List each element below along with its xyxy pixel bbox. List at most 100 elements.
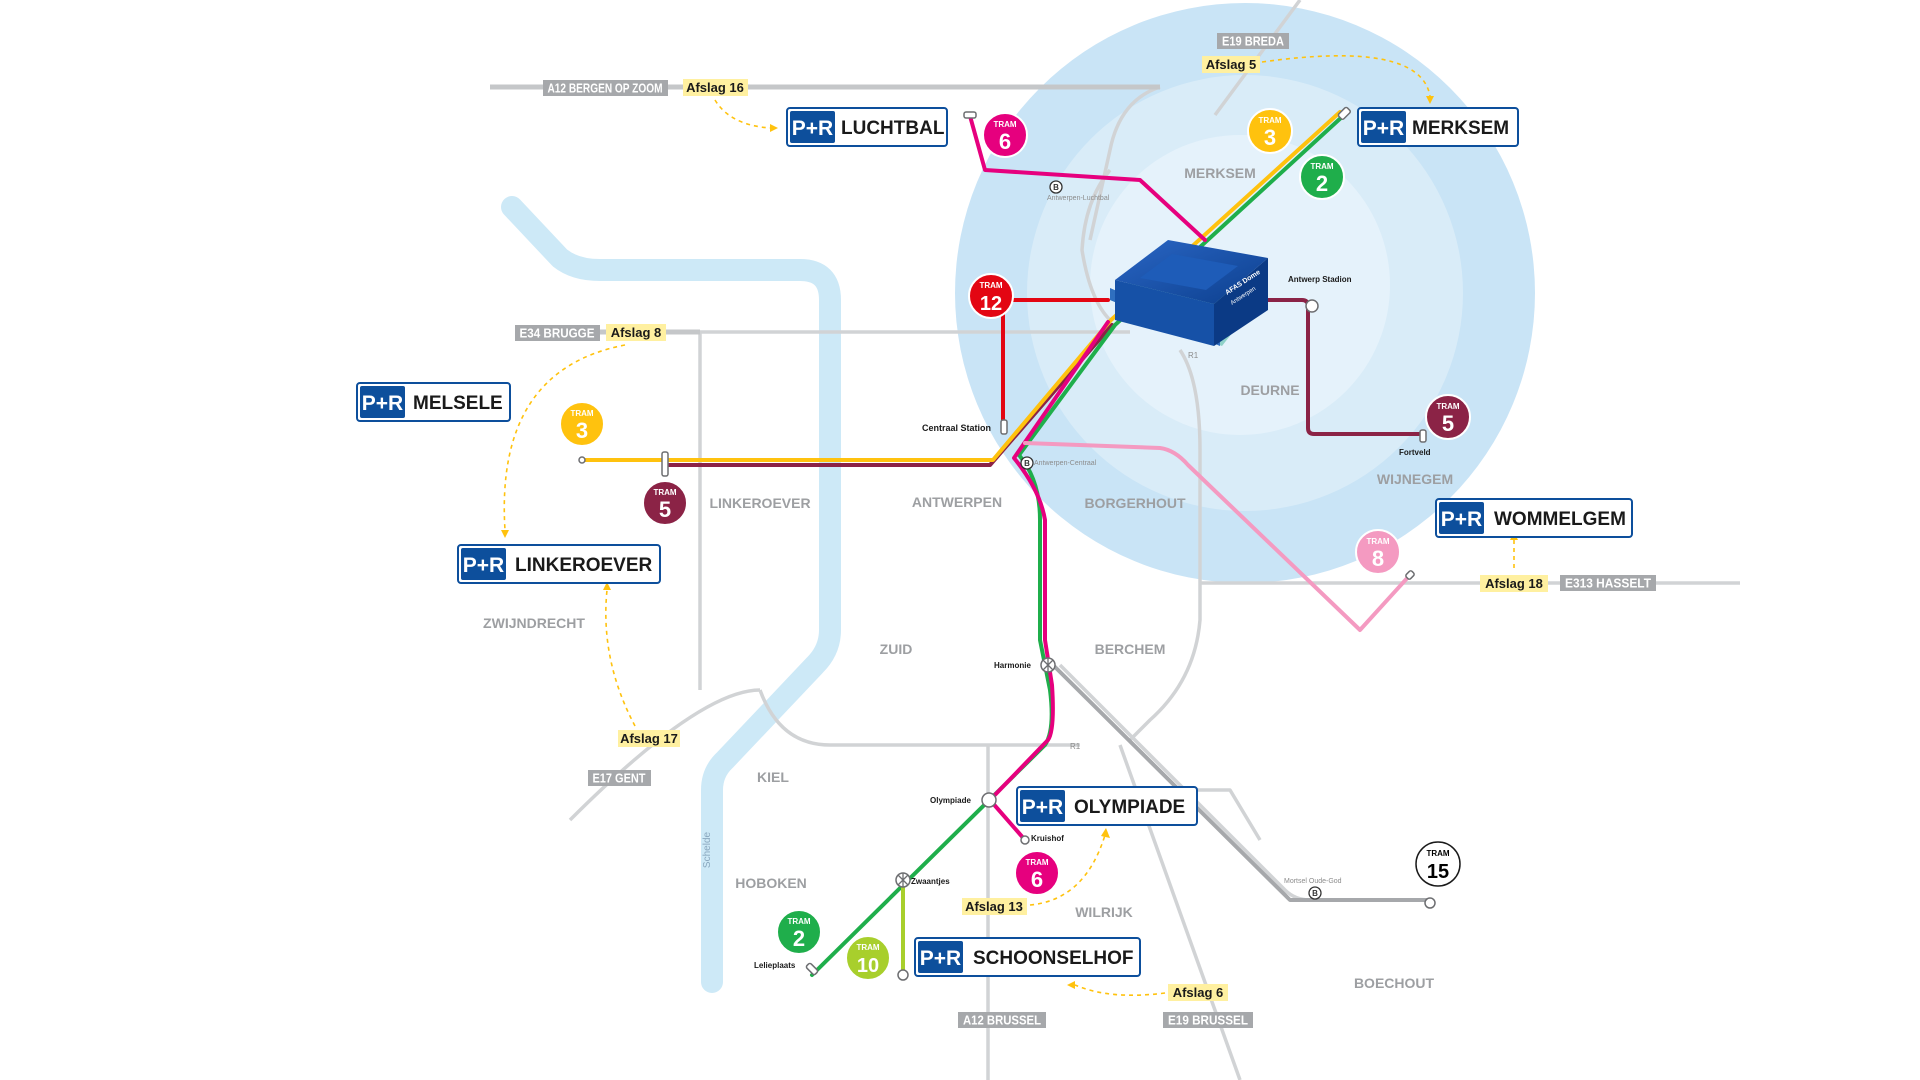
pr-sign-merksem[interactable]: P+R MERKSEM xyxy=(1357,107,1519,147)
tram-stops xyxy=(578,106,1436,981)
ring-label-north: R1 xyxy=(1188,351,1199,360)
exit-label-afslag13: Afslag 13 xyxy=(965,899,1023,914)
tram-badge-word: TRAM xyxy=(1366,537,1389,546)
pr-label: SCHOONSELHOF xyxy=(973,948,1133,969)
tram-badge-number: 15 xyxy=(1427,861,1449,883)
pr-symbol: P+R xyxy=(920,947,961,970)
stop-label-centraal-station: Centraal Station xyxy=(922,423,991,433)
exit-label-afslag16: Afslag 16 xyxy=(686,80,744,95)
road-label-e19-breda: E19 BREDA xyxy=(1222,34,1285,49)
pr-label: MERKSEM xyxy=(1412,118,1509,139)
tram-line-8 xyxy=(1023,441,1412,632)
tram-line-15 xyxy=(1051,663,1432,902)
exit-label-afslag17: Afslag 17 xyxy=(620,731,678,746)
guidance-arrows xyxy=(503,55,1515,997)
tram-badge-number: 2 xyxy=(1316,171,1328,196)
pr-sign-linkeroever[interactable]: P+R LINKEROEVER xyxy=(457,544,661,584)
district-label-wilrijk: WILRIJK xyxy=(1075,904,1133,920)
ring-label-south: R1 xyxy=(1070,742,1081,751)
pr-symbol: P+R xyxy=(792,117,833,140)
tram-badge-number: 6 xyxy=(1031,867,1043,892)
road-label-e17-gent: E17 GENT xyxy=(593,771,646,786)
pr-label: WOMMELGEM xyxy=(1494,509,1626,530)
district-label-linkeroever: LINKEROEVER xyxy=(709,495,810,511)
pr-symbol: P+R xyxy=(1363,117,1404,140)
tram-line-5-east xyxy=(1188,298,1424,436)
tram-badge-number: 8 xyxy=(1372,546,1384,571)
pr-sign-melsele[interactable]: P+R MELSELE xyxy=(356,382,511,422)
pr-sign-schoonselhof[interactable]: P+R SCHOONSELHOF xyxy=(914,937,1141,977)
pr-label: LINKEROEVER xyxy=(515,555,653,576)
tram-badge-word: TRAM xyxy=(979,281,1002,290)
tram-line-6 xyxy=(988,320,1110,842)
stop-label-kruishof: Kruishof xyxy=(1031,834,1064,843)
stop-labels: Antwerpen-Luchtbal Antwerp Stadion Centr… xyxy=(754,195,1431,970)
district-label-hoboken: HOBOKEN xyxy=(735,875,807,891)
tram-badge-word: TRAM xyxy=(1025,858,1048,867)
exit-label-afslag6: Afslag 6 xyxy=(1173,985,1224,1000)
stop-label-antwerp-stadion: Antwerp Stadion xyxy=(1288,275,1352,284)
stop-label-harmonie: Harmonie xyxy=(994,661,1031,670)
tram-badge-number: 6 xyxy=(999,129,1011,154)
pr-symbol: P+R xyxy=(463,554,504,577)
stop-label-mortsel: Mortsel Oude-God xyxy=(1284,878,1342,885)
pr-sign-wommelgem[interactable]: P+R WOMMELGEM xyxy=(1435,498,1633,538)
district-labels: MERKSEM DEURNE WIJNEGEM BORGERHOUT LINKE… xyxy=(483,165,1453,991)
river-schelde xyxy=(501,196,841,993)
pr-sign-olympiade[interactable]: P+R OLYMPIADE xyxy=(1016,786,1198,826)
district-label-antwerpen: ANTWERPEN xyxy=(912,494,1002,510)
pr-sign-luchtbal[interactable]: P+R LUCHTBAL xyxy=(786,107,948,147)
road-labels: A12 BERGEN OP ZOOM E19 BREDA E34 BRUGGE … xyxy=(515,33,1656,1028)
tram-badge-circle xyxy=(559,401,605,447)
district-label-boechout: BOECHOUT xyxy=(1354,975,1435,991)
tram-line-3 xyxy=(580,110,1342,462)
exit-labels: Afslag 16 Afslag 5 Afslag 8 Afslag 18 Af… xyxy=(606,56,1548,1001)
exit-label-afslag5: Afslag 5 xyxy=(1206,57,1257,72)
tram-badge-circle xyxy=(776,909,822,955)
tram-badge-word: TRAM xyxy=(787,917,810,926)
district-label-deurne: DEURNE xyxy=(1240,382,1299,398)
tram-badge-number: 3 xyxy=(1264,125,1276,150)
district-label-berchem: BERCHEM xyxy=(1095,641,1166,657)
pr-label: OLYMPIADE xyxy=(1074,797,1185,818)
river-label: Schelde xyxy=(702,831,713,868)
pr-label: MELSELE xyxy=(413,393,503,414)
tram-badge-number: 10 xyxy=(857,955,879,977)
tram-badge-circle xyxy=(1415,841,1461,887)
tram-badge-number: 5 xyxy=(659,497,671,522)
district-label-merksem: MERKSEM xyxy=(1184,165,1256,181)
pr-symbol: P+R xyxy=(362,392,403,415)
district-label-borgerhout: BORGERHOUT xyxy=(1084,495,1186,511)
district-label-wijnegem: WIJNEGEM xyxy=(1377,471,1453,487)
tram-badge-circle xyxy=(1014,850,1060,896)
road-label-e313-hasselt: E313 HASSELT xyxy=(1565,576,1651,591)
train-station-icons: B B B xyxy=(1020,180,1322,900)
stop-label-antwerpen-centraal: Antwerpen-Centraal xyxy=(1034,460,1097,467)
exit-label-afslag8: Afslag 8 xyxy=(611,325,662,340)
stop-label-lelieplaats: Lelieplaats xyxy=(754,961,796,970)
tram-badge-circle xyxy=(1299,154,1345,200)
tram-badge-number: 3 xyxy=(576,418,588,443)
stop-label-olympiade: Olympiade xyxy=(930,796,971,805)
pr-symbol: P+R xyxy=(1441,508,1482,531)
tram-badge-word: TRAM xyxy=(993,120,1016,129)
tram-line-6-north xyxy=(968,114,1207,242)
tram-badge-circle xyxy=(1425,394,1471,440)
district-label-zwijndrecht: ZWIJNDRECHT xyxy=(483,615,585,631)
district-label-zuid: ZUID xyxy=(880,641,913,657)
tram-badge-circle xyxy=(845,935,891,981)
pr-symbol: P+R xyxy=(1022,796,1063,819)
road-label-a12-bergen: A12 BERGEN OP ZOOM xyxy=(548,81,663,96)
tram-badge-word: TRAM xyxy=(1258,116,1281,125)
stop-label-antwerpen-luchtbal: Antwerpen-Luchtbal xyxy=(1047,195,1110,202)
tram-badge-word: TRAM xyxy=(653,488,676,497)
stop-label-zwaantjes: Zwaantjes xyxy=(911,877,950,886)
